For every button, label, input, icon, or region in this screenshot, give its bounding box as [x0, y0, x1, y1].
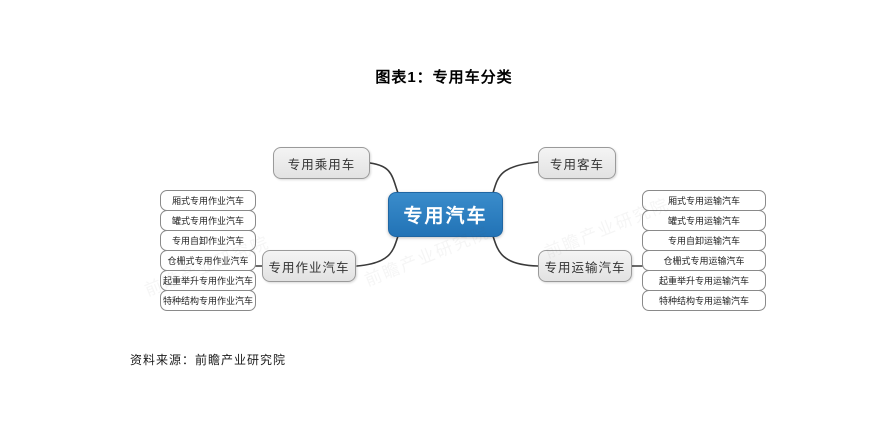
- leaf-node: 厢式专用运输汽车: [642, 190, 766, 211]
- leaf-node: 仓栅式专用运输汽车: [642, 250, 766, 271]
- edge-root-to-operation: [356, 235, 399, 267]
- edge-root-to-passenger: [369, 162, 399, 194]
- leaf-node: 特种结构专用运输汽车: [642, 290, 766, 311]
- leaf-node: 厢式专用作业汽车: [160, 190, 256, 211]
- leaf-node: 起重举升专用作业汽车: [160, 270, 256, 291]
- leaf-node: 罐式专用作业汽车: [160, 210, 256, 231]
- leaf-node: 罐式专用运输汽车: [642, 210, 766, 231]
- leaf-node: 专用自卸作业汽车: [160, 230, 256, 251]
- branch-node-special-bus: 专用客车: [538, 147, 616, 179]
- edge-root-to-bus: [492, 161, 539, 194]
- root-node-special-vehicle: 专用汽车: [388, 192, 503, 237]
- leaf-node: 特种结构专用作业汽车: [160, 290, 256, 311]
- edge-root-to-transport: [492, 235, 539, 267]
- page-title: 图表1：专用车分类: [375, 69, 513, 86]
- branch-node-transport-vehicle: 专用运输汽车: [538, 250, 632, 282]
- transport-leaf-stack: 厢式专用运输汽车 罐式专用运输汽车 专用自卸运输汽车 仓栅式专用运输汽车 起重举…: [642, 190, 766, 311]
- leaf-node: 专用自卸运输汽车: [642, 230, 766, 251]
- branch-node-passenger-car: 专用乘用车: [273, 147, 370, 179]
- source-note: 资料来源：前瞻产业研究院: [130, 353, 287, 367]
- branch-node-operation-vehicle: 专用作业汽车: [262, 250, 356, 282]
- leaf-node: 起重举升专用运输汽车: [642, 270, 766, 291]
- operation-leaf-stack: 厢式专用作业汽车 罐式专用作业汽车 专用自卸作业汽车 仓栅式专用作业汽车 起重举…: [160, 190, 256, 311]
- leaf-node: 仓栅式专用作业汽车: [160, 250, 256, 271]
